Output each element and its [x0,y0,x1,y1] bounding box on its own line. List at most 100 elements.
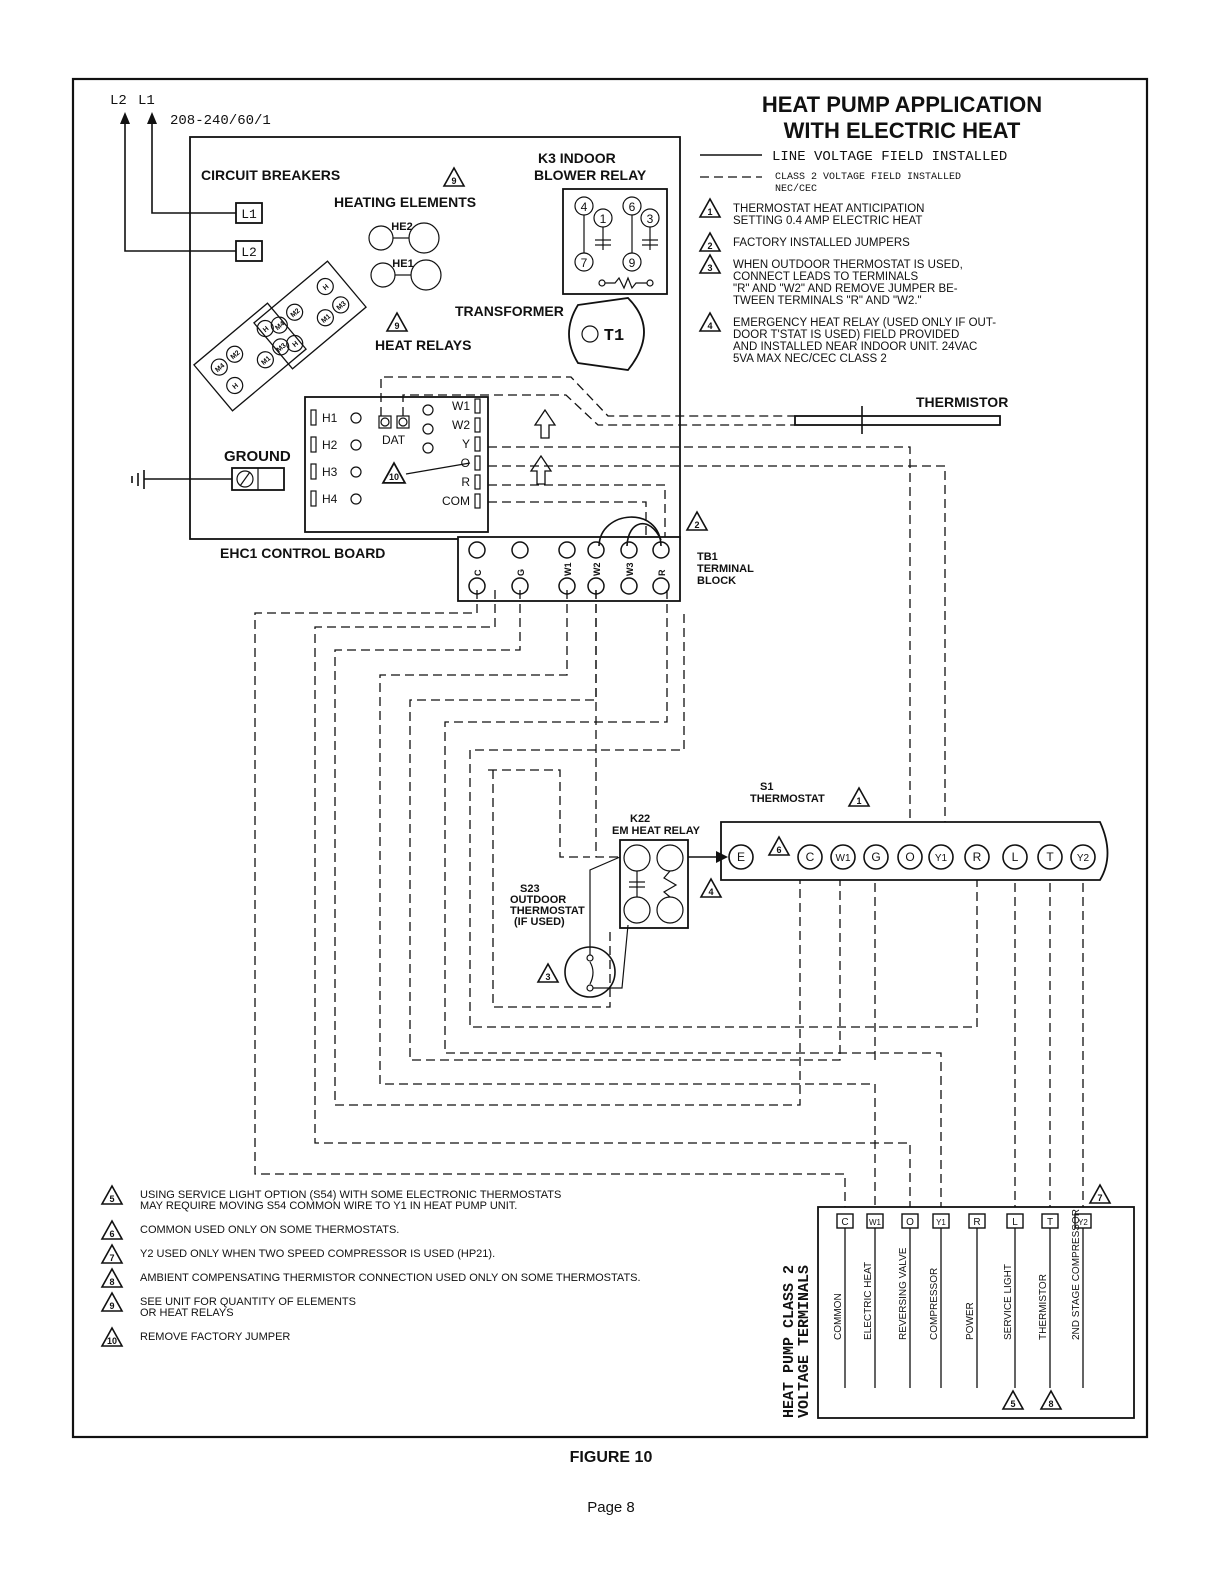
bottom-note-9-line: SEE UNIT FOR QUANTITY OF ELEMENTS [140,1296,356,1308]
legend-note-4-line: EMERGENCY HEAT RELAY (USED ONLY IF OUT- [733,317,996,329]
thermostat-terminal-w1: W1 [830,844,856,870]
circuit-breakers-label: CIRCUIT BREAKERS [201,167,340,183]
svg-text:9: 9 [394,321,399,331]
svg-text:M4: M4 [274,320,286,332]
thermostat-terminal-o: O [897,844,923,870]
svg-text:1: 1 [856,796,861,806]
svg-text:L1: L1 [241,207,257,222]
board-terminal-y: Y [462,437,470,451]
legend-note-3-line: "R" AND "W2" AND REMOVE JUMPER BE- [733,283,958,295]
outdoor-tstat-label-line1: S23 [520,883,540,895]
svg-text:M2: M2 [290,308,302,320]
tb1-terminal-w1: W1 [558,541,576,595]
svg-text:2: 2 [707,241,712,251]
thermostat-label-line1: S1 [760,781,773,793]
svg-text:HE2: HE2 [391,221,412,233]
svg-text:W2: W2 [592,563,602,577]
svg-text:6: 6 [109,1229,114,1239]
svg-text:1: 1 [600,212,607,226]
thermostat-terminal-t: T [1037,844,1063,870]
s23-outdoor-thermostat [564,856,629,998]
svg-text:Y2: Y2 [1078,1218,1088,1227]
thermostat-label-line2: THERMOSTAT [750,793,825,805]
hp-terminal-l: L SERVICE LIGHT [1003,1213,1024,1388]
figure-caption: FIGURE 10 [570,1449,653,1466]
legend-note-3-line: TWEEN TERMINALS "R" AND "W2." [733,295,922,307]
heating-element-he1: HE1 [370,258,442,291]
transformer-t1: T1 [568,297,645,371]
svg-text:4: 4 [707,321,712,331]
legend-note-2-icon: 2 [698,231,722,252]
svg-text:3: 3 [707,263,712,273]
svg-text:O: O [906,1217,914,1228]
svg-text:G: G [871,850,880,864]
svg-text:THERMISTOR: THERMISTOR [1038,1274,1049,1340]
board-terminal-w2: W2 [452,418,470,432]
svg-text:5: 5 [109,1194,114,1204]
svg-text:T: T [1046,850,1054,864]
svg-text:7: 7 [581,256,588,270]
thermistor-label: THERMISTOR [916,394,1008,410]
board-title: EHC1 CONTROL BOARD [220,545,385,561]
svg-text:Y1: Y1 [935,853,948,864]
tb1-terminal-r: R [652,541,670,595]
supply-voltage: 208-240/60/1 [170,113,271,129]
svg-text:9: 9 [629,256,636,270]
svg-text:L2: L2 [241,245,257,260]
svg-text:5: 5 [1010,1399,1015,1409]
svg-text:C: C [806,850,815,864]
svg-text:L: L [1012,1217,1018,1228]
legend-note-4-line: AND INSTALLED NEAR INDOOR UNIT. 24VAC [733,341,977,353]
board-terminal-h4: H4 [322,492,338,506]
em-relay-label-line1: K22 [630,813,650,825]
k3-label-line2: BLOWER RELAY [534,167,647,183]
svg-text:H: H [292,340,300,349]
board-terminal-r: R [461,475,470,489]
svg-text:H: H [232,382,240,391]
thermostat-terminal-l: L [1002,844,1028,870]
legend-note-1-icon: 1 [698,197,722,218]
legend-note-3-line: CONNECT LEADS TO TERMINALS [733,271,918,283]
legend-class2-line2: NEC/CEC [775,183,817,195]
svg-text:1: 1 [707,207,712,217]
svg-text:W1: W1 [869,1218,882,1227]
svg-text:SERVICE LIGHT: SERVICE LIGHT [1003,1264,1014,1340]
outdoor-tstat-label-line2: OUTDOOR [510,894,566,906]
bottom-note-5-line: MAY REQUIRE MOVING S54 COMMON WIRE TO Y1… [140,1200,517,1212]
k22-em-heat-relay [619,839,728,929]
k3-blower-relay: 4 1 7 6 3 9 [562,188,668,295]
svg-text:M1: M1 [260,355,272,367]
svg-text:REVERSING VALVE: REVERSING VALVE [898,1247,909,1340]
svg-text:8: 8 [109,1277,114,1287]
em-relay-label-line2: EM HEAT RELAY [612,825,701,837]
bottom-note-9-line: OR HEAT RELAYS [140,1307,234,1319]
board-terminal-h3: H3 [322,465,338,479]
thermostat-terminal-r: R [964,844,990,870]
svg-text:T1: T1 [604,327,624,346]
board-terminal-o: O [461,456,470,470]
legend-note-1-line: SETTING 0.4 AMP ELECTRIC HEAT [733,215,922,227]
tb1-label-line1: TB1 [697,551,718,563]
outdoor-tstat-label-line4: (IF USED) [514,916,565,928]
legend-class2-line1: CLASS 2 VOLTAGE FIELD INSTALLED [775,172,961,183]
page-frame [71,77,1149,1439]
svg-text:COMPRESSOR: COMPRESSOR [929,1268,940,1340]
board-terminal-com: COM [442,494,470,508]
tb1-terminal-g: G [511,541,529,595]
svg-text:4: 4 [708,887,713,897]
thermostat-terminal-g: G [863,844,889,870]
svg-text:4: 4 [581,200,588,214]
svg-text:M3: M3 [336,300,348,312]
bottom-note-8-icon: 8 [100,1267,124,1288]
svg-text:M1: M1 [320,313,332,325]
unit-enclosure [189,136,681,540]
svg-text:6: 6 [776,845,781,855]
